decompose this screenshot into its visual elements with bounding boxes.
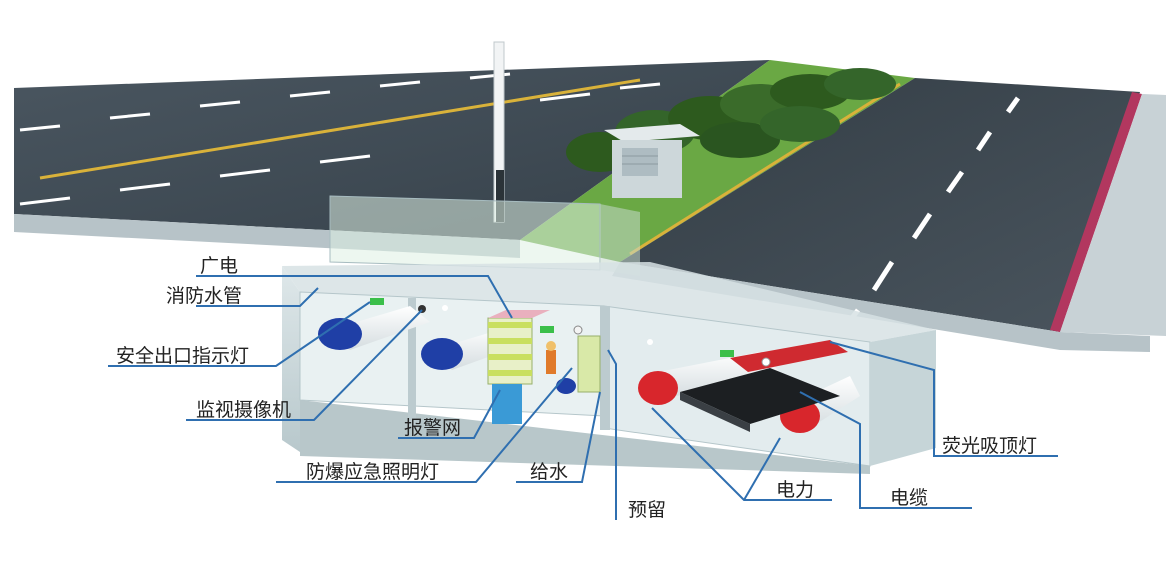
curb-sidewalk — [1060, 94, 1166, 336]
leader-fangbao — [276, 367, 573, 483]
label-yuliu: 预留 — [628, 499, 666, 521]
cable-tray — [680, 340, 848, 432]
label-fangbao-zhaoming: 防爆应急照明灯 — [306, 461, 439, 483]
tunnel-front-wall — [282, 266, 300, 452]
leader-yingguang — [829, 341, 1058, 457]
label-geishui: 给水 — [530, 461, 568, 483]
light-3 — [761, 357, 771, 367]
partition-1 — [408, 298, 416, 426]
tunnel-top — [282, 262, 936, 342]
tunnel-right-end — [870, 330, 936, 466]
label-yingguang-xiding: 荧光吸顶灯 — [942, 435, 1037, 457]
leader-dianli-2 — [743, 437, 781, 501]
light-2 — [647, 339, 653, 345]
fire-pipe-2-end — [421, 338, 463, 370]
leader-dianlan — [799, 391, 972, 509]
label-dianli: 电力 — [776, 479, 814, 501]
lane-line-yellow-right — [629, 82, 901, 256]
leader-xiaofang — [196, 287, 319, 307]
partition-2 — [600, 306, 610, 430]
exit-sign-3 — [720, 350, 734, 357]
light-pole — [493, 41, 505, 223]
leader-geishui — [516, 391, 601, 483]
cable-rack — [487, 310, 601, 424]
tunnel-lights — [370, 298, 771, 367]
fire-pipe-1-end — [318, 318, 362, 350]
curb-red-stripe — [1050, 92, 1142, 332]
road-right-lanes — [620, 78, 1140, 332]
road-right-edge — [612, 262, 1150, 352]
label-guangdian: 广电 — [200, 255, 238, 277]
label-xiaofang-shuiguan: 消防水管 — [166, 285, 242, 307]
entry-box — [329, 195, 640, 276]
leader-lines — [108, 275, 1058, 520]
power-pipe-1-end — [638, 371, 678, 405]
label-dianlan: 电缆 — [890, 487, 928, 509]
leader-jianshi — [186, 309, 423, 421]
leader-guangdian — [196, 275, 513, 319]
lane-dashes-right — [844, 96, 1021, 328]
label-baojing-wang: 报警网 — [404, 417, 461, 439]
camera-2 — [573, 325, 583, 335]
tunnel-floor — [300, 400, 870, 474]
guard-house — [604, 124, 700, 198]
exit-sign — [370, 298, 384, 305]
labels: 广电 消防水管 安全出口指示灯 监视摄像机 报警网 防爆应急照明灯 给水 预留 … — [116, 255, 1037, 521]
lane-dashes-left — [19, 72, 661, 206]
lane-line-yellow — [39, 78, 641, 180]
exit-sign-2 — [540, 326, 554, 333]
label-jianshi-shexiangji: 监视摄像机 — [196, 399, 291, 421]
leader-anquan — [108, 301, 371, 367]
leader-yuliu — [607, 349, 617, 520]
light-1 — [442, 305, 448, 311]
label-anquan-chukou: 安全出口指示灯 — [116, 345, 249, 367]
leader-baojing — [398, 389, 501, 439]
